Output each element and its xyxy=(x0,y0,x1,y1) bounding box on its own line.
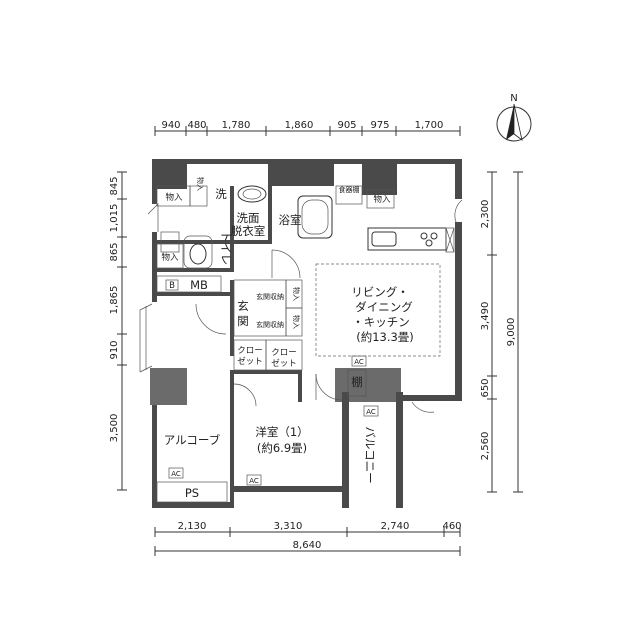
ldk-dashed-area xyxy=(315,263,441,357)
washroom-label: 脱衣室 xyxy=(231,224,266,238)
toilet-label: トイレ xyxy=(219,231,233,266)
top-dimension-line: 940 480 1,780 1,860 905 975 1,700 xyxy=(154,120,461,136)
left-dim-label: 865 xyxy=(109,242,120,261)
left-dim-label: 1,865 xyxy=(109,286,120,315)
left-dimension-line: 845 1,015 865 1,865 910 3,500 xyxy=(109,171,127,491)
top-dim-label: 480 xyxy=(187,120,206,131)
stove-burner-icon xyxy=(425,239,433,247)
ac-label: AC xyxy=(249,477,259,485)
storage-label: 物入 xyxy=(292,287,301,301)
genkan-storage-label: 玄関収納 xyxy=(256,320,284,329)
cupboard-label: 食器棚 xyxy=(339,185,360,194)
left-dim-label: 845 xyxy=(109,176,120,195)
ldk-label: ・キッチン xyxy=(352,315,410,329)
kitchen-fixtures xyxy=(367,227,455,253)
stove-burner-icon xyxy=(430,232,438,240)
storage-label: 物入 xyxy=(373,194,391,205)
bottom-dim-label: 2,740 xyxy=(381,521,410,532)
bottom-dim-label: 2,130 xyxy=(178,521,207,532)
left-dim-label: 910 xyxy=(109,340,120,359)
ldk-label: リビング・ xyxy=(351,285,409,299)
left-dim-label: 3,500 xyxy=(109,414,120,443)
genkan-storage-label: 玄関収納 xyxy=(256,292,284,301)
mb-label: MB xyxy=(190,278,208,292)
entrance-label: 玄 xyxy=(237,299,249,313)
right-dim-label: 650 xyxy=(480,378,491,397)
right-total-label: 9,000 xyxy=(506,318,517,347)
exterior-walls xyxy=(150,159,462,508)
closet-label: ゼット xyxy=(237,356,263,367)
ac-label: AC xyxy=(171,470,181,478)
ldk-label: ダイニング xyxy=(355,300,413,314)
top-dim-label: 1,860 xyxy=(285,120,314,131)
bottom-total-label: 8,640 xyxy=(293,540,322,551)
bath-fixtures xyxy=(160,185,333,269)
storage-label: 物入 xyxy=(292,315,301,329)
western-room-size-label: (約6.9畳) xyxy=(257,441,307,455)
sink-icon xyxy=(371,231,397,247)
entrance-label: 関 xyxy=(237,314,249,328)
ac-label: AC xyxy=(354,358,364,366)
wash-label: 洗 xyxy=(215,187,227,201)
top-dim-label: 1,700 xyxy=(415,120,444,131)
ac-label: AC xyxy=(366,408,376,416)
stove-burner-icon xyxy=(420,232,428,240)
closet-label: クロー xyxy=(271,348,297,358)
bottom-dim-label: 3,310 xyxy=(274,521,303,532)
storage-outlines xyxy=(156,185,395,503)
right-dim-label: 2,560 xyxy=(480,432,491,461)
toilet-bowl-icon xyxy=(189,243,207,265)
fixture-labels: 物入 物入 洗 物入 食器棚 物入 玄関収納 玄関収納 物入 物入 棚 AC A… xyxy=(161,177,391,500)
balcony-label: バルコニー xyxy=(363,426,377,483)
right-dim-label: 3,490 xyxy=(480,302,491,331)
left-dim-label: 1,015 xyxy=(109,204,120,233)
right-dimension-line: 2,300 3,490 650 2,560 9,000 xyxy=(480,171,523,493)
top-dim-label: 1,780 xyxy=(222,120,251,131)
storage-label: 物入 xyxy=(161,252,179,263)
bath-label: 浴室 xyxy=(279,213,302,227)
room-labels: リビング・ ダイニング ・キッチン (約13.3畳) 洋室（1） (約6.9畳)… xyxy=(164,211,414,484)
door-swings xyxy=(139,199,463,413)
top-dim-label: 940 xyxy=(161,120,180,131)
b-label: B xyxy=(169,281,175,291)
storage-label: 物入 xyxy=(165,192,183,203)
closet-label: ゼット xyxy=(271,358,297,369)
ldk-size-label: (約13.3畳) xyxy=(356,330,414,344)
right-dim-label: 2,300 xyxy=(480,200,491,229)
ps-label: PS xyxy=(185,486,199,500)
north-arrow-icon xyxy=(506,104,514,140)
compass-north-label: N xyxy=(510,93,517,104)
western-room-label: 洋室（1） xyxy=(255,425,308,439)
storage-label: 物入 xyxy=(196,177,205,191)
closet-label: クロー xyxy=(237,346,263,356)
top-dim-label: 975 xyxy=(370,120,389,131)
bottom-dim-label: 460 xyxy=(442,521,461,532)
compass: N xyxy=(496,93,532,142)
top-dim-label: 905 xyxy=(337,120,356,131)
washroom-label: 洗面 xyxy=(237,211,260,225)
shelf-label: 棚 xyxy=(351,375,363,389)
interior-walls xyxy=(157,186,346,508)
alcove-label: アルコーブ xyxy=(164,433,221,447)
bottom-dimension-line: 2,130 3,310 2,740 460 8,640 xyxy=(154,521,462,556)
